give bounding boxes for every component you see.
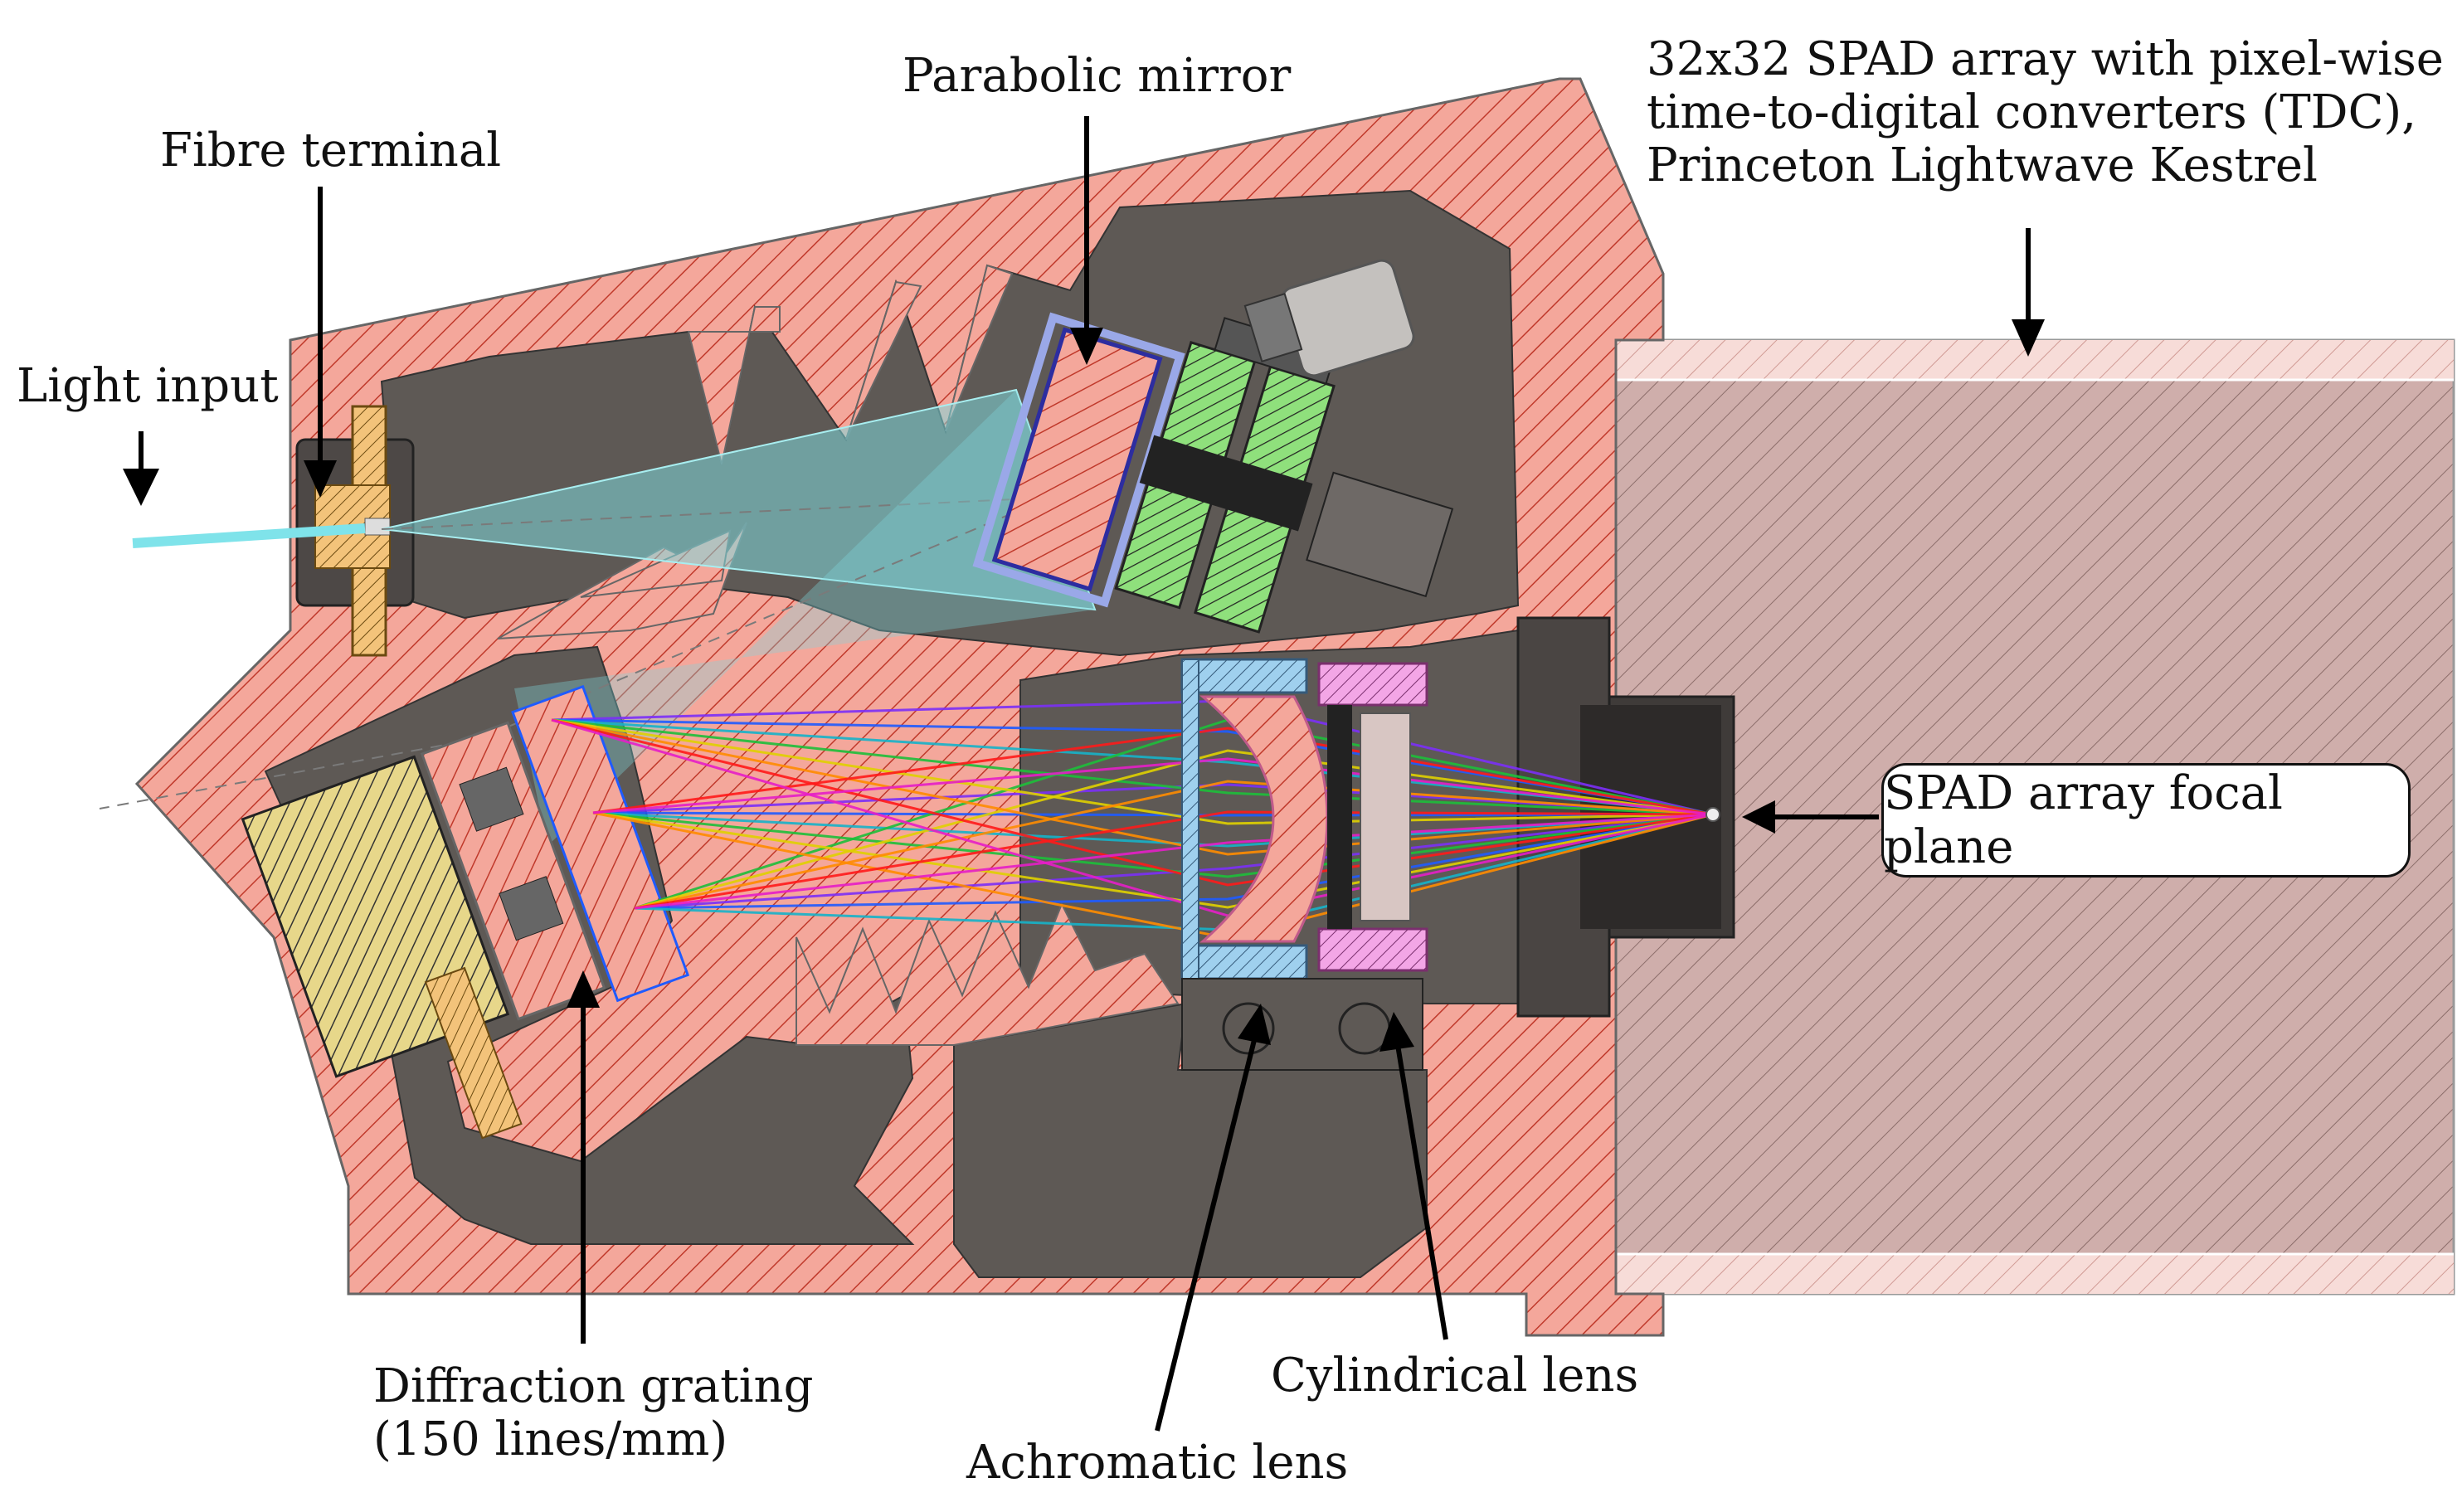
ray (634, 813, 1714, 910)
spad-array-label-line3: Princeton Lightwave Kestrel (1647, 139, 2318, 192)
diffraction-grating-label: Diffraction grating (150 lines/mm) (373, 1360, 813, 1466)
diffraction-grating-part (241, 684, 690, 1140)
ray (634, 813, 1714, 910)
ray (551, 718, 1714, 856)
spad-focal-plane-callout: SPAD array focal plane (1881, 763, 2411, 878)
ray (634, 749, 1714, 910)
light-input-beam (132, 523, 366, 548)
ray (634, 780, 1714, 910)
ray (551, 718, 1714, 825)
ray (592, 757, 1714, 816)
parabolic-mirror-label: Parabolic mirror (903, 49, 1292, 103)
light-input-label: Light input (17, 359, 279, 413)
spad-array-label-line2: time-to-digital converters (TDC), (1647, 85, 2417, 139)
achromatic-lens-label: Achromatic lens (966, 1436, 1349, 1490)
fibre-terminal-label: Fibre terminal (160, 124, 502, 177)
ray (592, 727, 1714, 816)
baffles-upper (497, 264, 1014, 639)
diffraction-grating-label-line1: Diffraction grating (373, 1359, 814, 1413)
cylindrical-lens-arrow (1395, 1044, 1448, 1340)
baffles-lower (796, 902, 1180, 1046)
mirror-knob (1243, 259, 1415, 377)
ray (592, 811, 1714, 909)
cylindrical-lens-label: Cylindrical lens (1271, 1349, 1639, 1403)
ray (551, 718, 1714, 887)
ray (634, 813, 1714, 910)
ray (592, 811, 1714, 878)
pointer-arrows (123, 116, 2045, 1432)
cylindrical-lens-part (1317, 662, 1428, 972)
lens-mount-base (1181, 978, 1423, 1071)
spad-array-label-line1: 32x32 SPAD array with pixel-wise (1647, 32, 2444, 86)
diffraction-grating-label-line2: (150 lines/mm) (373, 1412, 728, 1466)
ray (551, 718, 1714, 816)
ray (634, 810, 1714, 910)
achromatic-lens-arrow (1155, 1036, 1258, 1432)
focal-point (1705, 807, 1720, 822)
spad-array-label: 32x32 SPAD array with pixel-wise time-to… (1647, 33, 2444, 192)
spad-focal-plane-label: SPAD array focal plane (1884, 766, 2283, 874)
parabolic-mirror-part (972, 312, 1454, 634)
